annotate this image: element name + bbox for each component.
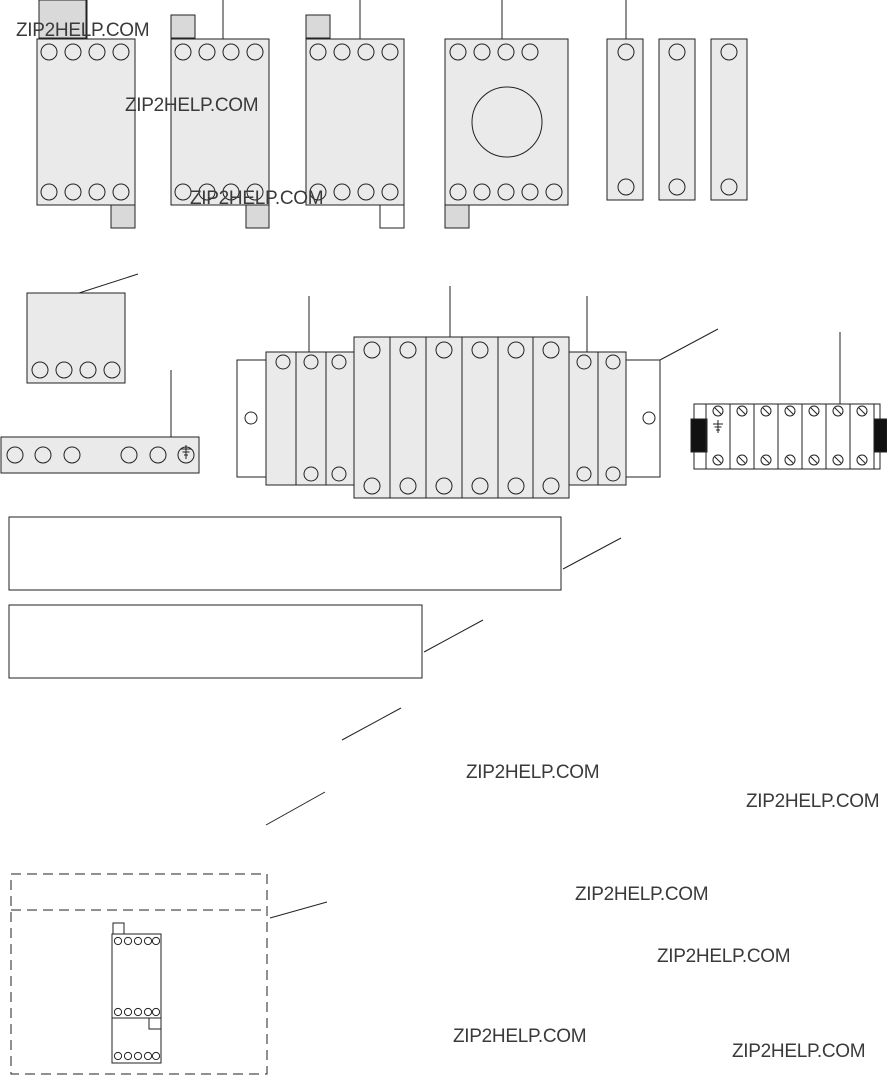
terminal-group-right (568, 296, 627, 486)
fuse-holders (606, 0, 748, 201)
ground-strip-body (0, 436, 200, 474)
watermark: ZIP2HELP.COM (575, 884, 709, 905)
terminal-screw-slot (738, 407, 746, 415)
relay-3-bottom-tab (379, 204, 405, 229)
terminal-screw-slot (810, 456, 818, 464)
enclosure-leader (269, 901, 328, 919)
relay-1-bottom-tab (110, 204, 136, 229)
terminal-screw-slot (762, 407, 770, 415)
terminal-screw-slot (714, 407, 722, 415)
terminal-screw-slot (786, 407, 794, 415)
relay-2-body (170, 38, 270, 206)
relay-3-top-tab (305, 14, 331, 39)
small-relay (26, 273, 139, 384)
wire-duct-1-body (8, 516, 562, 591)
terminal-screw-slot (738, 456, 746, 464)
watermark: ZIP2HELP.COM (190, 188, 324, 209)
relay-1-body (36, 38, 136, 206)
fuse-holder-2 (658, 38, 696, 201)
relay-1-top-tab (38, 0, 88, 39)
ground-icon (181, 445, 191, 459)
relay-1 (36, 0, 136, 229)
timer-relay (444, 0, 569, 229)
callout-leader-2 (265, 791, 326, 826)
watermark: ZIP2HELP.COM (16, 20, 150, 41)
relay-3-terminals (309, 43, 399, 201)
watermark: ZIP2HELP.COM (466, 762, 600, 783)
terminal-screw-slot (834, 456, 842, 464)
small-relay-body (26, 292, 126, 384)
terminal-block-end-right (873, 418, 887, 453)
terminal-screw-slot (786, 456, 794, 464)
relay-2-terminals (174, 43, 264, 201)
fuse-holder-3 (710, 38, 748, 201)
terminal-screw-slot (858, 407, 866, 415)
timer-dial (471, 86, 543, 158)
terminal-screw-slot (714, 456, 722, 464)
wire-duct-1 (8, 516, 622, 591)
watermark: ZIP2HELP.COM (453, 1026, 587, 1047)
mini-relay-stack (111, 922, 162, 1064)
wire-duct-1-leader (562, 537, 622, 570)
terminal-group-left (265, 296, 355, 486)
terminal-block-screws (705, 404, 875, 469)
watermark: ZIP2HELP.COM (732, 1041, 866, 1062)
relay-2-top-tab (170, 14, 196, 39)
wire-duct-2 (8, 604, 484, 679)
terminal-block (690, 332, 887, 470)
terminal-screw-slot (762, 456, 770, 464)
wire-duct-2-body (8, 604, 423, 679)
relay-2 (170, 0, 270, 229)
callout-leader-1 (341, 707, 402, 741)
mini-relay-upper (111, 933, 162, 1019)
breaker-group-center (353, 286, 570, 499)
timer-relay-bottom-tab (444, 204, 470, 229)
relay-3 (305, 0, 405, 229)
fuse-holder-1 (606, 38, 644, 201)
watermark: ZIP2HELP.COM (746, 791, 880, 812)
ground-terminal-strip (0, 370, 200, 474)
din-rail-assembly (236, 286, 719, 499)
relay-2-bottom-tab (245, 204, 270, 229)
watermark: ZIP2HELP.COM (125, 95, 259, 116)
terminal-screw-slot (810, 407, 818, 415)
wire-duct-2-leader (423, 619, 484, 653)
terminal-screw-slot (834, 407, 842, 415)
end-stop-leader (659, 328, 719, 361)
ground-icon (713, 420, 723, 433)
watermark: ZIP2HELP.COM (657, 946, 791, 967)
timer-relay-terminals (449, 43, 563, 201)
relay-1-terminals (40, 43, 130, 201)
enclosure-outline (10, 873, 268, 1075)
relay-3-body (305, 38, 405, 206)
terminal-screw-slot (858, 456, 866, 464)
small-relay-leader (78, 273, 139, 294)
end-stop-left (236, 359, 267, 478)
terminal-block-end-left (690, 418, 708, 453)
